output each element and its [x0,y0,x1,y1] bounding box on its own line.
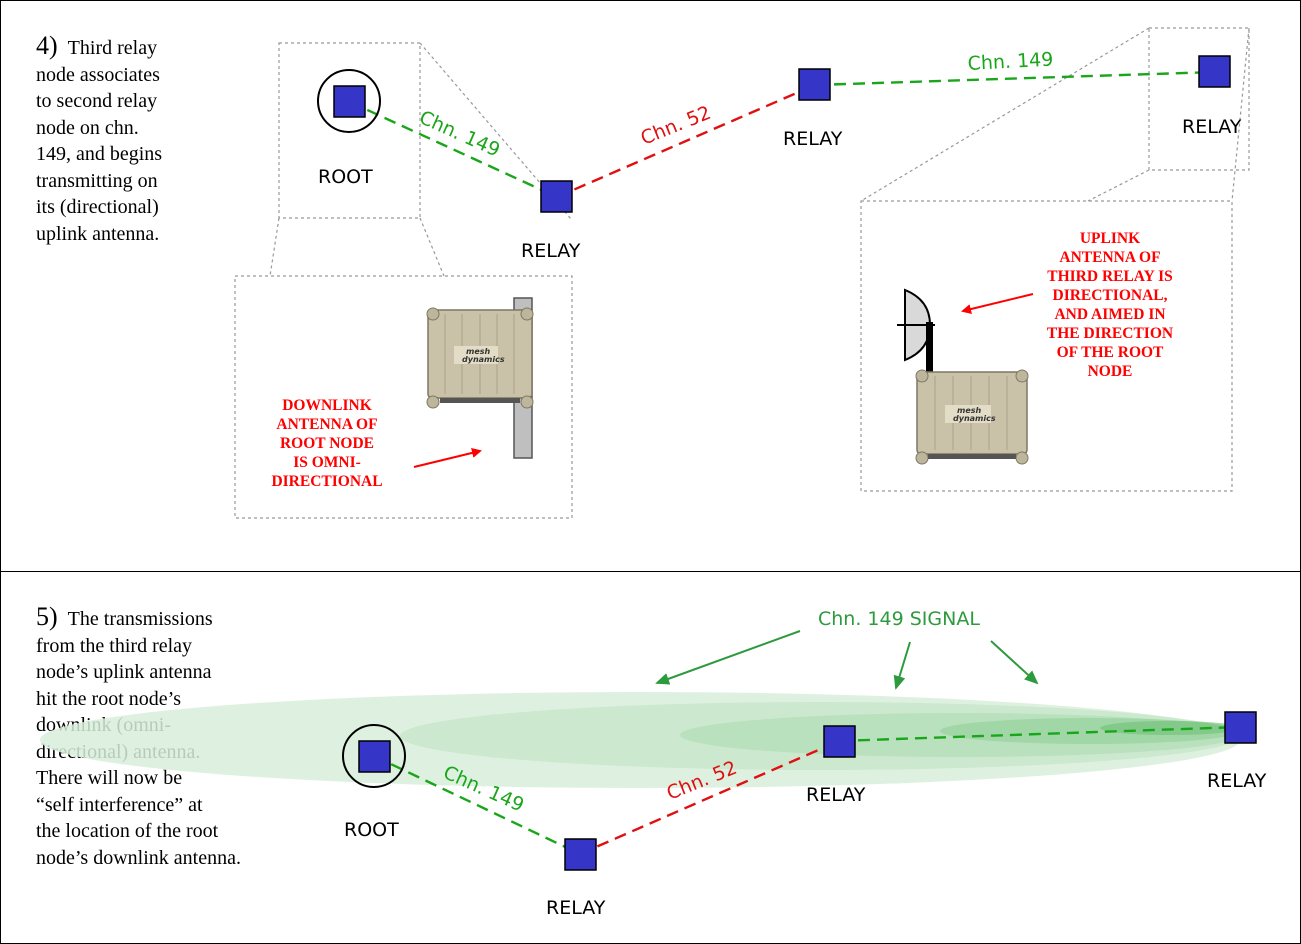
signal-arrow-middle [893,641,911,690]
link-root-relay1-p4 [349,100,558,199]
step-5-line-1: The transmissions [67,608,213,630]
svg-text:mesh: mesh [957,406,982,415]
chn52-label-p4: Chn. 52 [638,102,714,150]
link-relay2-relay3-p4 [814,70,1216,87]
step-4-line-4: node on chn. [36,116,139,139]
link-root-relay1-p5 [373,754,581,856]
svg-text:mesh: mesh [466,347,491,356]
relay2-label-p4: RELAY [783,128,843,150]
step-5-line-9: the location of the root [36,820,219,842]
svg-text:AND AIMED IN: AND AIMED IN [1054,306,1165,323]
relay1-label-p5: RELAY [546,897,606,919]
signal-label: Chn. 149 SIGNAL [818,608,980,630]
root-label-p4: ROOT [318,166,373,188]
step-4-line-7: its (directional) [36,196,159,218]
downlink-note: DOWNLINK ANTENNA OF ROOT NODE IS OMNI- D… [271,397,382,490]
relay1-node-p4 [540,180,573,213]
svg-text:ANTENNA OF: ANTENNA OF [1059,249,1160,266]
step-5-line-3: node’s uplink antenna [36,661,212,683]
svg-text:THE DIRECTION: THE DIRECTION [1047,325,1173,342]
relay2-node-p4 [798,68,831,101]
svg-text:UPLINK: UPLINK [1080,230,1140,247]
root-node-p5 [358,740,391,773]
svg-text:THIRD RELAY IS: THIRD RELAY IS [1047,268,1172,285]
svg-text:dynamics: dynamics [462,355,505,364]
chn149-label-p4-relay: Chn. 149 [967,49,1054,75]
root-ring-p5 [342,724,406,788]
step-5-number: 5) [36,602,58,631]
step-4-line-6: transmitting on [36,169,158,192]
relay2-label-p5: RELAY [806,784,866,806]
link-relay2-relay3-p5 [838,725,1241,743]
uplink-note-arrow [961,293,1034,314]
signal-beam [40,692,1240,788]
step-4-line-2: node associates [36,63,160,86]
step-5-line-10: node’s downlink antenna. [36,846,241,869]
step-4-line-8: uplink antenna. [36,222,160,245]
downlink-note-arrow [413,448,482,468]
step-5-line-7: There will now be [36,767,183,789]
relay3-node-p5 [1224,711,1257,744]
step-5-line-2: from the third relay [36,634,193,657]
step-4-description: 4) Third relay node associates to second… [36,31,221,247]
root-ring-p4 [317,69,381,133]
step-4-line-3: to second relay [36,90,158,112]
root-label-p5: ROOT [344,819,399,841]
svg-text:dynamics: dynamics [953,414,996,423]
uplink-note: UPLINK ANTENNA OF THIRD RELAY IS DIRECTI… [1047,230,1173,380]
relay1-label-p4: RELAY [521,240,581,262]
svg-text:DIRECTIONAL,: DIRECTIONAL, [1053,287,1168,304]
relay1-node-p5 [564,838,597,871]
svg-text:DOWNLINK: DOWNLINK [282,397,372,414]
relay2-node-p5 [823,725,856,758]
step-4-number: 4) [36,31,58,60]
svg-text:NODE: NODE [1088,363,1133,380]
root-device-omni: mesh dynamics [426,297,534,459]
step-5-line-4: hit the root node’s [36,687,181,710]
svg-text:ROOT NODE: ROOT NODE [280,435,374,452]
step-4-line-1: Third relay [67,37,158,59]
step-5-line-8: “self interference” at [36,793,203,816]
svg-text:IS OMNI-: IS OMNI- [293,454,361,471]
panel-divider [0,571,1301,572]
svg-text:ANTENNA OF: ANTENNA OF [276,416,377,433]
relay3-label-p5: RELAY [1207,770,1267,792]
link-relay1-relay2-p4 [556,83,816,199]
zoom-box-third-relay [860,27,1250,492]
signal-arrow-right [990,640,1039,685]
step-4-line-5: 149, and begins [36,143,163,165]
svg-text:DIRECTIONAL: DIRECTIONAL [271,473,382,490]
relay3-device-directional: mesh dynamics [897,288,1029,465]
relay3-node-p4 [1198,55,1231,88]
link-relay1-relay2-p5 [579,739,840,856]
root-node-p4 [333,85,366,118]
signal-arrow-left [655,630,801,685]
relay3-label-p4: RELAY [1182,116,1242,138]
svg-text:OF THE ROOT: OF THE ROOT [1057,344,1164,361]
